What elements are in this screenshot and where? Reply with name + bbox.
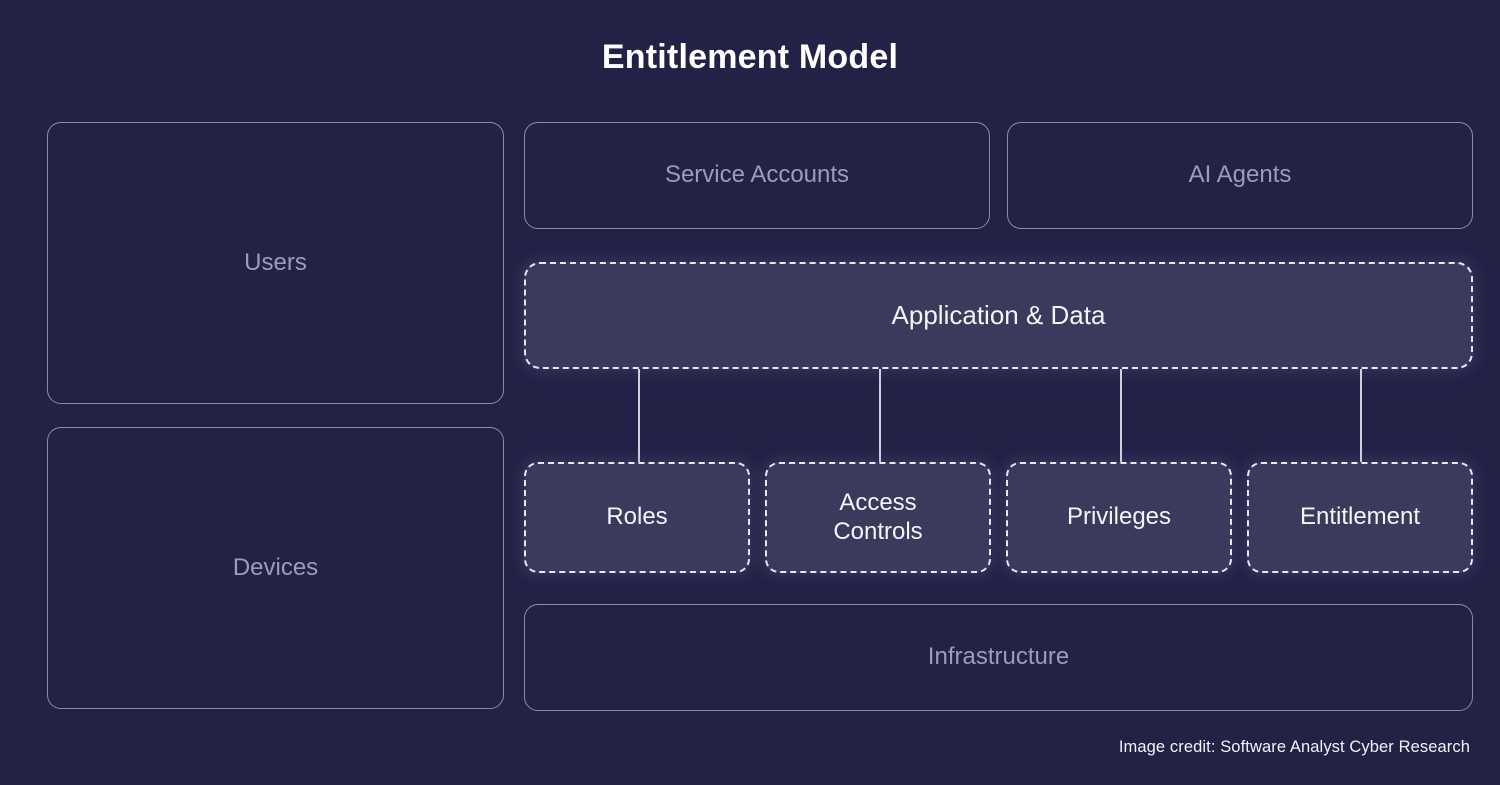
node-privileges[interactable]: Privileges — [1006, 462, 1232, 573]
page-title: Entitlement Model — [601, 38, 899, 76]
node-users[interactable]: Users — [47, 122, 504, 404]
node-infrastructure-label: Infrastructure — [927, 643, 1070, 671]
node-roles[interactable]: Roles — [524, 462, 750, 573]
node-privileges-label: Privileges — [1066, 503, 1172, 531]
node-service-accounts[interactable]: Service Accounts — [524, 122, 990, 229]
node-application-data-label: Application & Data — [891, 300, 1106, 331]
node-access-controls[interactable]: Access Controls — [765, 462, 991, 573]
node-roles-label: Roles — [606, 503, 668, 531]
image-credit: Image credit: Software Analyst Cyber Res… — [1118, 738, 1470, 756]
node-access-controls-label: Access Controls — [833, 489, 923, 545]
node-ai-agents-label: AI Agents — [1188, 161, 1292, 189]
node-infrastructure[interactable]: Infrastructure — [524, 604, 1473, 711]
node-application-data[interactable]: Application & Data — [524, 262, 1473, 369]
node-entitlement-label: Entitlement — [1299, 503, 1421, 531]
node-devices-label: Devices — [232, 553, 319, 581]
node-users-label: Users — [244, 248, 307, 276]
node-entitlement[interactable]: Entitlement — [1247, 462, 1473, 573]
node-devices[interactable]: Devices — [47, 427, 504, 709]
node-service-accounts-label: Service Accounts — [664, 161, 850, 189]
node-ai-agents[interactable]: AI Agents — [1007, 122, 1473, 229]
